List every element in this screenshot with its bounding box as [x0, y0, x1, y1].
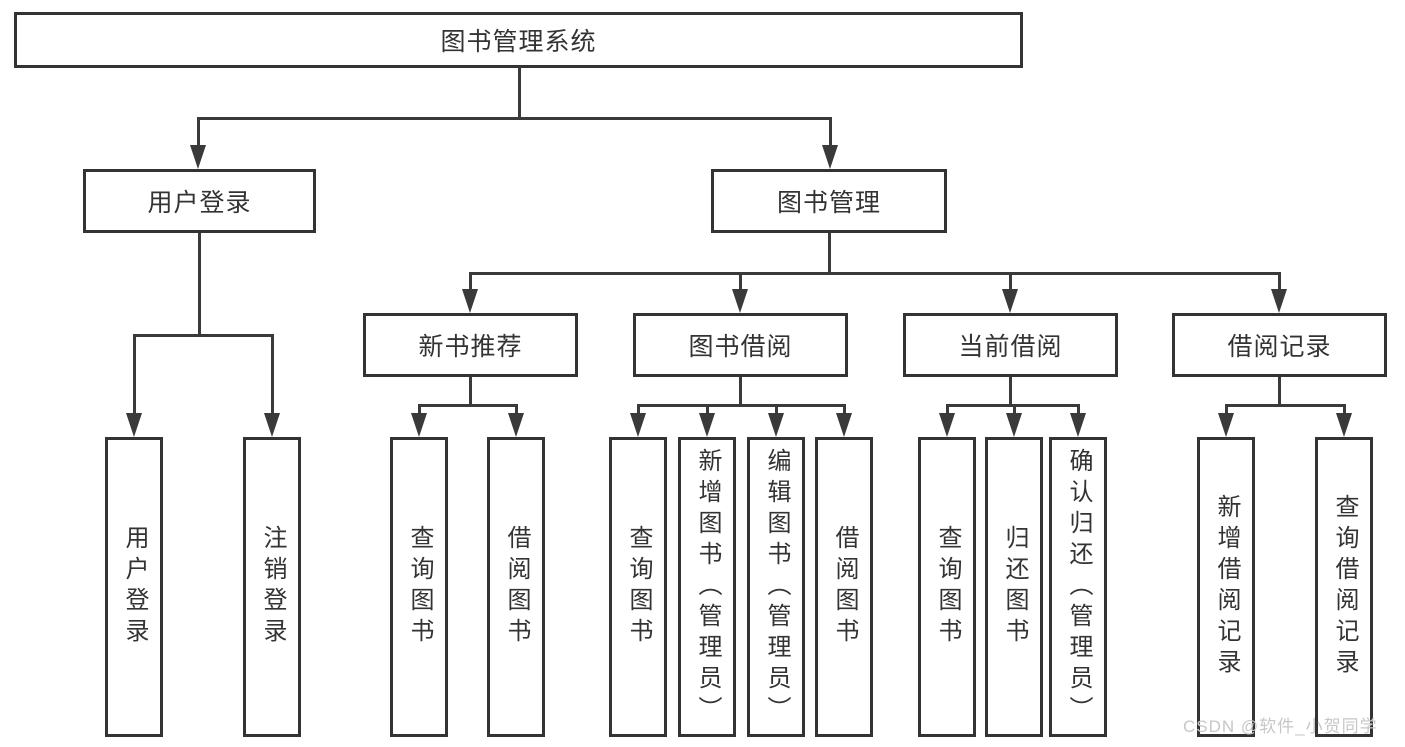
- arrowhead-down-icon: [462, 289, 478, 313]
- connector-hline: [133, 334, 274, 337]
- arrowhead-down-icon: [1002, 289, 1018, 313]
- leaf-logout: 注销登录: [243, 437, 301, 737]
- node-root: 图书管理系统: [14, 12, 1023, 68]
- leaf-query-book-current-label: 查询图书: [934, 525, 961, 649]
- leaf-confirm-return-admin-label: 确认归还（管理员）: [1065, 447, 1092, 727]
- leaf-query-book-recommend-label: 查询图书: [406, 525, 433, 649]
- leaf-borrow-book-recommend-label: 借阅图书: [503, 525, 530, 649]
- leaf-query-book-recommend: 查询图书: [390, 437, 448, 737]
- connector-hline: [946, 404, 1079, 407]
- leaf-add-book-admin: 新增图书（管理员）: [678, 437, 736, 737]
- connector-vline: [739, 272, 742, 292]
- connector-vline: [829, 117, 832, 147]
- connector-vline: [271, 334, 274, 414]
- connector-vline: [1278, 377, 1281, 406]
- connector-vline: [469, 377, 472, 406]
- leaf-query-book-borrowing: 查询图书: [609, 437, 667, 737]
- node-borrow-records-label: 借阅记录: [1227, 333, 1332, 361]
- arrowhead-down-icon: [508, 413, 524, 437]
- connector-vline: [197, 117, 200, 147]
- arrowhead-down-icon: [264, 413, 280, 437]
- connector-vline: [1009, 377, 1012, 406]
- connector-vline: [828, 233, 831, 274]
- connector-vline: [739, 377, 742, 406]
- connector-vline: [946, 404, 949, 416]
- arrowhead-down-icon: [1218, 413, 1234, 437]
- leaf-logout-label: 注销登录: [259, 525, 286, 649]
- connector-vline: [1077, 404, 1080, 416]
- node-book-management: 图书管理: [711, 169, 947, 233]
- connector-vline: [1278, 272, 1281, 292]
- arrowhead-down-icon: [1271, 289, 1287, 313]
- connector-vline: [706, 404, 709, 416]
- node-user-login-label: 用户登录: [147, 189, 252, 217]
- arrowhead-down-icon: [411, 413, 427, 437]
- leaf-query-borrow-record: 查询借阅记录: [1315, 437, 1373, 737]
- node-current-borrowing-label: 当前借阅: [958, 333, 1063, 361]
- connector-hline: [197, 117, 832, 120]
- connector-vline: [1013, 404, 1016, 416]
- node-book-borrowing: 图书借阅: [633, 313, 848, 377]
- arrowhead-down-icon: [699, 413, 715, 437]
- arrowhead-down-icon: [126, 413, 142, 437]
- arrowhead-down-icon: [822, 145, 838, 169]
- leaf-add-borrow-record-label: 新增借阅记录: [1213, 494, 1240, 680]
- leaf-query-borrow-record-label: 查询借阅记录: [1331, 494, 1358, 680]
- connector-vline: [1225, 404, 1228, 416]
- csdn-watermark: CSDN @软件_小贺同学: [1183, 717, 1378, 736]
- leaf-add-book-admin-label: 新增图书（管理员）: [694, 447, 721, 727]
- node-new-book-recommend-label: 新书推荐: [418, 333, 523, 361]
- leaf-query-book-borrowing-label: 查询图书: [625, 525, 652, 649]
- arrowhead-down-icon: [732, 289, 748, 313]
- node-book-management-label: 图书管理: [776, 189, 881, 217]
- connector-vline: [518, 67, 521, 118]
- leaf-borrow-book-borrowing: 借阅图书: [815, 437, 873, 737]
- arrowhead-down-icon: [939, 413, 955, 437]
- arrowhead-down-icon: [1336, 413, 1352, 437]
- arrowhead-down-icon: [190, 145, 206, 169]
- connector-hline: [1225, 404, 1345, 407]
- node-root-label: 图书管理系统: [440, 28, 597, 56]
- connector-vline: [469, 272, 472, 292]
- connector-vline: [133, 334, 136, 414]
- arrowhead-down-icon: [630, 413, 646, 437]
- connector-vline: [1343, 404, 1346, 416]
- node-borrow-records: 借阅记录: [1172, 313, 1387, 377]
- node-book-borrowing-label: 图书借阅: [688, 333, 793, 361]
- leaf-user-login-label: 用户登录: [121, 525, 148, 649]
- leaf-return-book-label: 归还图书: [1001, 525, 1028, 649]
- connector-vline: [843, 404, 846, 416]
- connector-vline: [515, 404, 518, 416]
- connector-vline: [637, 404, 640, 416]
- connector-vline: [198, 233, 201, 336]
- leaf-user-login: 用户登录: [105, 437, 163, 737]
- leaf-query-book-current: 查询图书: [918, 437, 976, 737]
- connector-hline: [637, 404, 845, 407]
- arrowhead-down-icon: [768, 413, 784, 437]
- connector-vline: [775, 404, 778, 416]
- leaf-return-book: 归还图书: [985, 437, 1043, 737]
- connector-vline: [418, 404, 421, 416]
- node-current-borrowing: 当前借阅: [903, 313, 1118, 377]
- node-user-login: 用户登录: [83, 169, 316, 233]
- arrowhead-down-icon: [836, 413, 852, 437]
- leaf-edit-book-admin: 编辑图书（管理员）: [747, 437, 805, 737]
- node-new-book-recommend: 新书推荐: [363, 313, 578, 377]
- leaf-borrow-book-recommend: 借阅图书: [487, 437, 545, 737]
- leaf-edit-book-admin-label: 编辑图书（管理员）: [763, 447, 790, 727]
- connector-vline: [1009, 272, 1012, 292]
- leaf-add-borrow-record: 新增借阅记录: [1197, 437, 1255, 737]
- leaf-confirm-return-admin: 确认归还（管理员）: [1049, 437, 1107, 737]
- connector-hline: [418, 404, 518, 407]
- leaf-borrow-book-borrowing-label: 借阅图书: [831, 525, 858, 649]
- arrowhead-down-icon: [1006, 413, 1022, 437]
- arrowhead-down-icon: [1070, 413, 1086, 437]
- connector-hline: [469, 272, 1280, 275]
